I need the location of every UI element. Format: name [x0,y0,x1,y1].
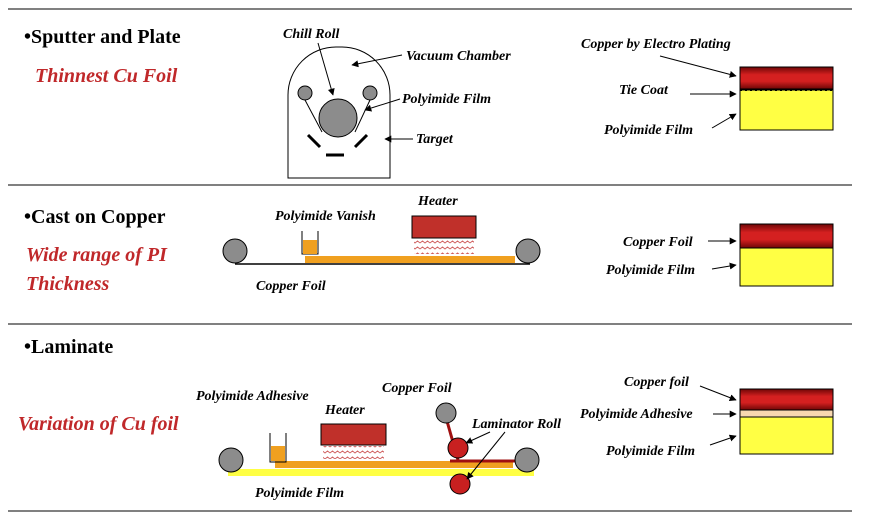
label-stack-3-copper: Copper foil [624,375,689,390]
label-target: Target [416,132,454,147]
label-copper-electro-plating: Copper by Electro Plating [581,37,731,52]
label-polyimide-vanish: Polyimide Vanish [275,209,376,224]
stack-3-copper-layer [739,388,834,411]
label-stack-3-polyimide: Polyimide Film [606,444,695,459]
stack-1-copper-layer [739,66,834,90]
stack-3-polyimide-layer [739,416,834,455]
stack-1-polyimide-layer [739,89,834,131]
label-stack-3-adhesive: Polyimide Adhesive [580,407,693,422]
section-2-subtitle-line-2: Thickness [26,273,110,295]
adhesive-layer [275,461,513,468]
section-laminate: •Laminate Variation of Cu foil Polyimide… [18,336,834,501]
arrow-chill-roll [317,42,335,96]
label-polyimide-film-3: Polyimide Film [255,486,344,501]
arrow-laminator-top [465,431,491,444]
small-roll-right [362,85,378,101]
polyimide-cast-layer [305,256,515,263]
heater-block [411,215,477,239]
roll-right [515,238,541,264]
section-sputter-and-plate: •Sputter and Plate Thinnest Cu Foil Chil… [24,26,834,179]
label-chill-roll: Chill Roll [283,27,340,42]
stack-2-copper-layer [739,223,834,249]
small-roll-left [297,85,313,101]
vanish-liquid [303,240,317,254]
label-copper-foil-3: Copper Foil [382,381,452,396]
arrow-stack-3-polyimide [709,434,737,446]
adhesive-dispenser [269,433,287,463]
label-vacuum-chamber: Vacuum Chamber [406,49,511,64]
laminator-roll-bottom [449,473,471,495]
arrow-laminator-bottom [466,431,506,480]
label-polyimide-adhesive: Polyimide Adhesive [196,389,309,404]
label-polyimide-film: Polyimide Film [402,92,491,107]
chill-roll [318,98,358,138]
heat-waves-3 [323,446,384,459]
laminator-roll-top [447,437,469,459]
feed-roll [435,402,457,424]
stack-2-polyimide-layer [739,247,834,287]
heat-waves [414,239,474,254]
label-laminator-roll: Laminator Roll [471,417,561,432]
polyimide-film-strip [228,469,534,476]
label-tie-coat: Tie Coat [619,83,669,98]
section-cast-on-copper: •Cast on Copper Wide range of PI Thickne… [24,194,834,295]
label-heater-3: Heater [324,403,365,418]
section-2-subtitle-line-1: Wide range of PI [26,244,168,266]
roll-left [222,238,248,264]
section-2-heading: •Cast on Copper [24,206,166,228]
label-heater: Heater [417,194,458,209]
label-copper-foil: Copper Foil [256,279,326,294]
arrow-vacuum-chamber [351,54,403,68]
roll-right-3 [514,447,540,473]
target-left [306,133,322,149]
roll-left-3 [218,447,244,473]
adhesive-liquid [271,446,285,461]
section-1-heading: •Sputter and Plate [24,26,181,48]
arrow-stack-3-copper [699,385,737,401]
arrow-stack-1-polyimide [711,113,737,129]
stack-3-adhesive-layer [739,409,834,418]
section-3-subtitle: Variation of Cu foil [18,413,179,435]
target-right [353,133,369,149]
arrow-polyimide-film [364,98,401,112]
arrow-copper-electro-plating [659,55,737,78]
heater-block-3 [320,423,387,446]
section-3-heading: •Laminate [24,336,113,358]
arrow-stack-2-polyimide [711,262,737,270]
label-stack-2-polyimide: Polyimide Film [606,263,695,278]
label-stack-1-polyimide: Polyimide Film [604,123,693,138]
label-stack-2-copper: Copper Foil [623,235,693,250]
section-1-subtitle: Thinnest Cu Foil [35,65,178,87]
